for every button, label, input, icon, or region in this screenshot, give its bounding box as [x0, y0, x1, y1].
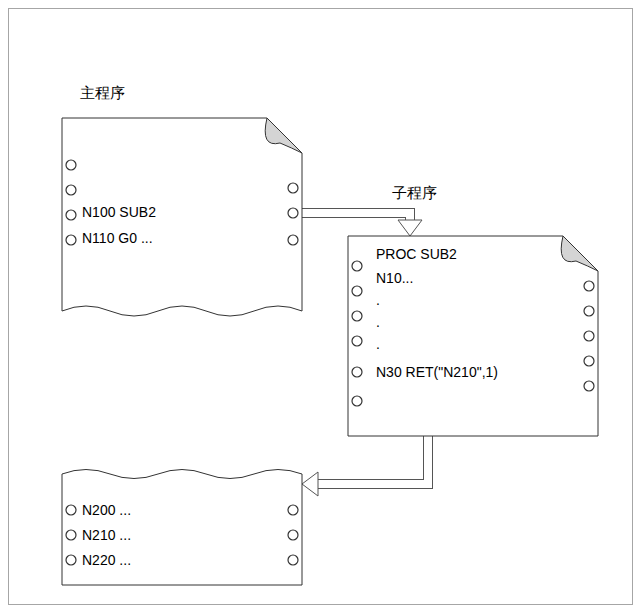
punch-hole [66, 530, 76, 540]
program-page: 主程序N100 SUB2N110 G0 ... [62, 118, 302, 333]
code-line: . [376, 292, 380, 309]
punch-hole [352, 311, 362, 321]
paper-sheet [348, 236, 598, 436]
punch-hole [288, 208, 298, 218]
paper-sheet [62, 470, 302, 586]
paper-sheet [62, 118, 302, 316]
punch-hole [66, 555, 76, 565]
punch-hole [352, 367, 362, 377]
page-heading: 主程序 [80, 84, 125, 102]
punch-hole [66, 160, 76, 170]
frame-border [9, 9, 633, 605]
punch-hole [584, 331, 594, 341]
punch-hole [584, 281, 594, 291]
punch-hole [66, 210, 76, 220]
code-line: . [376, 336, 380, 353]
folded-corner [265, 118, 302, 153]
punch-hole [584, 306, 594, 316]
program-page: N200 ... N210 ... N220 ... [62, 460, 302, 585]
punch-hole [66, 185, 76, 195]
punch-hole [66, 235, 76, 245]
page-outline [62, 118, 302, 333]
code-line: N10... [376, 270, 413, 287]
flow-arrow [302, 436, 428, 496]
page-outline [348, 236, 598, 436]
subprogram-page: 子程序PROC SUB2N10......N30 RET("N210",1) [348, 236, 598, 436]
punch-hole [584, 381, 594, 391]
punch-hole [352, 396, 362, 406]
punch-hole [288, 183, 298, 193]
punch-hole [288, 530, 298, 540]
code-line: . [376, 314, 380, 331]
punch-hole [288, 235, 298, 245]
code-line: N100 SUB2 [82, 204, 156, 221]
code-line: N110 G0 ... [82, 230, 153, 247]
code-line: PROC SUB2 [376, 246, 457, 263]
punch-hole [352, 336, 362, 346]
punch-hole [352, 286, 362, 296]
flow-arrow [302, 213, 422, 236]
punch-hole [66, 505, 76, 515]
page-heading: 子程序 [392, 184, 437, 202]
code-line: N30 RET("N210",1) [376, 364, 498, 381]
folded-corner [561, 236, 598, 271]
punch-hole [288, 555, 298, 565]
code-line: N200 ... [82, 502, 131, 519]
code-line: N220 ... [82, 552, 131, 569]
punch-hole [288, 505, 298, 515]
code-line: N210 ... [82, 527, 131, 544]
punch-hole [352, 261, 362, 271]
punch-hole [584, 356, 594, 366]
